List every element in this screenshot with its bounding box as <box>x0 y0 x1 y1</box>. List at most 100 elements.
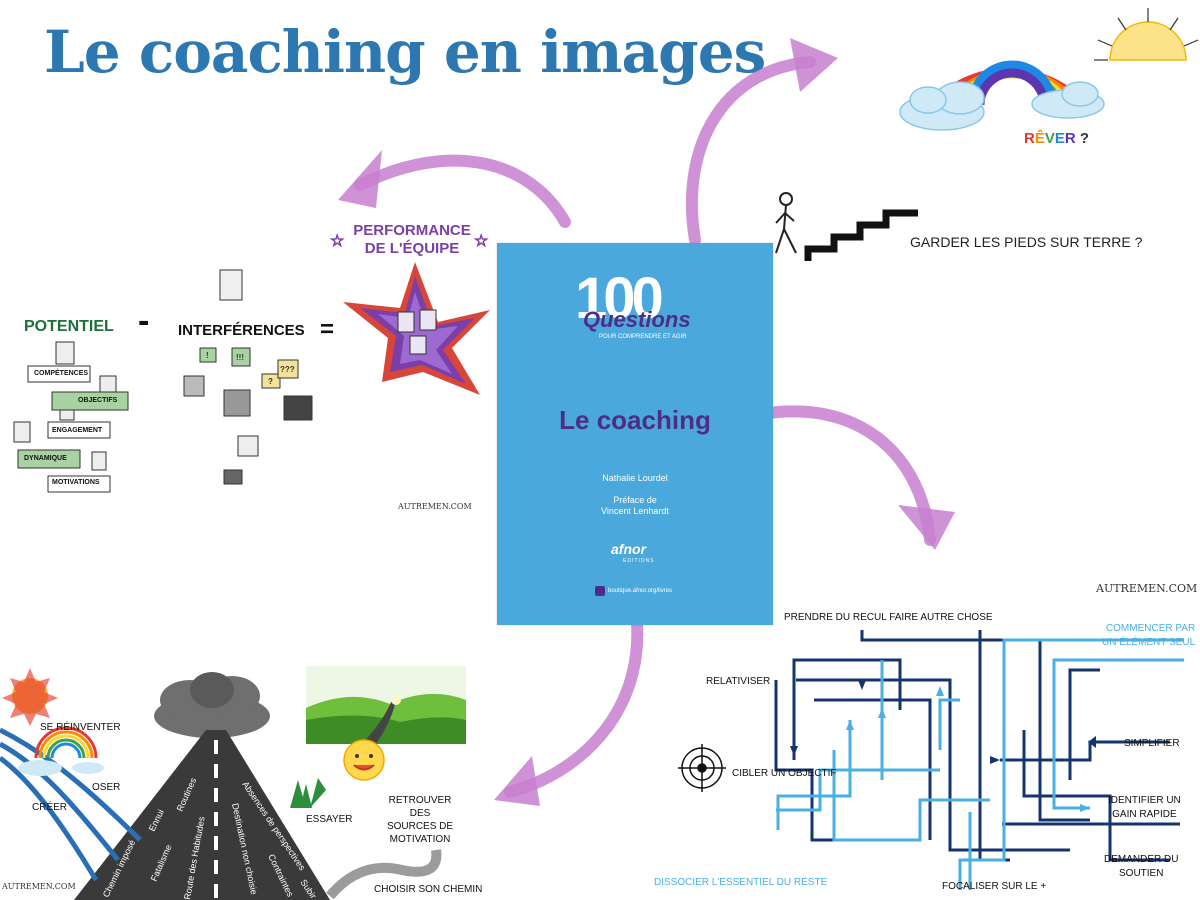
storm-cloud-icon <box>154 672 270 738</box>
maze-path <box>1022 730 1170 862</box>
book-cover: 100 Questions POUR COMPRENDRE ET AGIR Le… <box>497 243 773 625</box>
winding-road-icon <box>326 849 442 900</box>
character-icon <box>223 389 251 417</box>
rever-label: RÊVER ? <box>1024 130 1090 147</box>
tag-box <box>47 475 111 493</box>
sun-icon <box>1094 8 1199 61</box>
oser-label: OSER <box>92 782 121 793</box>
maze-path <box>938 698 960 750</box>
maze-arrow-icon <box>858 680 866 690</box>
focaliser-label: FOCALISER SUR LE + <box>942 881 1047 892</box>
maze-arrow-icon <box>990 756 1000 764</box>
arrowhead-road <box>494 756 540 806</box>
book-author: Nathalie Lourdel <box>602 473 668 483</box>
book-logo-word: Questions <box>583 307 691 332</box>
maze-arrow-icon <box>878 708 886 718</box>
cart-icon <box>595 586 605 596</box>
simplifier-label: SIMPLIFIER <box>1124 738 1180 749</box>
performance-star-icon <box>343 262 490 395</box>
arrowhead-team <box>338 150 382 208</box>
page-title: Le coaching en images <box>44 18 766 86</box>
stairs-illustration <box>775 192 918 261</box>
smiling-sun-icon <box>343 739 385 781</box>
publisher-sub: EDITIONS <box>623 558 655 564</box>
dissocier-label: DISSOCIER L'ESSENTIEL DU RESTE <box>654 877 828 888</box>
identifier-line2: GAIN RAPIDE <box>1112 809 1177 820</box>
book-url: boutique.afnor.org/livres <box>608 588 673 594</box>
maze-path <box>1068 668 1100 780</box>
demander-line1: DEMANDER DU <box>1104 854 1179 865</box>
tag-box <box>51 391 129 411</box>
commencer-label: COMMENCER PAR UN ÉLÉMENT SEUL <box>1102 622 1195 650</box>
maze-illustration <box>678 630 1184 890</box>
small-star-icon: ☆ <box>330 233 344 250</box>
tag-engagement: ENGAGEMENT <box>52 427 103 434</box>
retrouver-label: RETROUVER DES SOURCES DE MOTIVATION <box>382 794 458 846</box>
speech-bubble-icon <box>261 373 281 389</box>
bubble-text: ! <box>206 351 209 360</box>
minus-sign: - <box>138 302 150 340</box>
road-icon <box>74 730 330 900</box>
tag-box <box>17 449 81 469</box>
small-rainbow-icon <box>34 726 98 759</box>
character-icon <box>237 435 259 457</box>
reinventer-label: SE RÉINVENTER <box>40 722 121 733</box>
credit-top-left: AUTREMEN.COM <box>398 502 472 511</box>
maze-path <box>832 750 990 842</box>
maze-path <box>814 698 932 840</box>
retrouver-line3: MOTIVATION <box>389 834 451 845</box>
arrow-to-maze <box>729 405 936 546</box>
cloud-icon <box>72 762 104 774</box>
tag-objectifs: OBJECTIFS <box>78 397 118 404</box>
identifier-line1: IDENTIFIER UN <box>1108 795 1181 806</box>
credit-bottom-left: AUTREMEN.COM <box>2 882 76 891</box>
pieds-label: GARDER LES PIEDS SUR TERRE ? <box>910 234 1143 250</box>
maze-arrow-icon <box>790 746 798 756</box>
demander-label: DEMANDER DU SOUTIEN <box>1104 853 1178 881</box>
identifier-label: IDENTIFIER UN GAIN RAPIDE <box>1108 794 1181 822</box>
maze-path <box>1052 658 1184 810</box>
target-icon <box>678 744 726 792</box>
bubble-text: ? <box>268 377 273 386</box>
commencer-line1: COMMENCER PAR <box>1105 623 1196 634</box>
arrow-to-rainbow <box>685 56 816 246</box>
speech-bubble-icon <box>231 347 251 367</box>
small-star-icon: ☆ <box>474 233 488 250</box>
bubble-text: ??? <box>280 365 295 374</box>
demander-line2: SOUTIEN <box>1119 868 1164 879</box>
tag-competences: COMPÉTENCES <box>34 370 89 377</box>
stick-figure-icon <box>775 192 797 254</box>
credit-bottom-right: AUTREMEN.COM <box>1096 582 1198 595</box>
maze-path <box>796 678 1070 852</box>
character-icon <box>13 421 31 443</box>
tv-character-icon <box>283 395 313 421</box>
character-icon <box>183 375 205 397</box>
landscape-picture <box>306 666 466 744</box>
prendre-label: PRENDRE DU RECUL FAIRE AUTRE CHOSE <box>784 612 993 623</box>
character-icon <box>91 451 107 471</box>
book-logo-tag: POUR COMPRENDRE ET AGIR <box>599 334 687 340</box>
sun-burst-icon <box>2 668 58 726</box>
blue-track-icon <box>0 727 142 882</box>
arrow-to-team-performance <box>354 154 571 228</box>
essayer-label: ESSAYER <box>306 814 353 825</box>
maze-path <box>1000 740 1170 762</box>
tag-box <box>27 365 91 383</box>
performance-label: PERFORMANCE DE L'ÉQUIPE <box>352 222 472 258</box>
choisir-label: CHOISIR SON CHEMIN <box>374 884 483 895</box>
speech-bubble-icon <box>277 359 299 379</box>
direction-arrows-icon <box>290 778 326 808</box>
interferences-label: INTERFÉRENCES <box>178 322 305 339</box>
speech-bubble-icon <box>199 347 217 363</box>
cloud-icon <box>1031 81 1105 119</box>
equals-sign: = <box>320 316 335 343</box>
potentiel-label: POTENTIEL <box>24 318 114 335</box>
book-logo-number: 100 <box>575 266 664 331</box>
arrowhead-maze <box>898 505 955 550</box>
maze-arrow-icon <box>936 686 944 696</box>
performance-line2: DE L'ÉQUIPE <box>364 240 460 257</box>
cloud-icon <box>18 760 62 776</box>
arrow-to-road <box>504 599 644 798</box>
